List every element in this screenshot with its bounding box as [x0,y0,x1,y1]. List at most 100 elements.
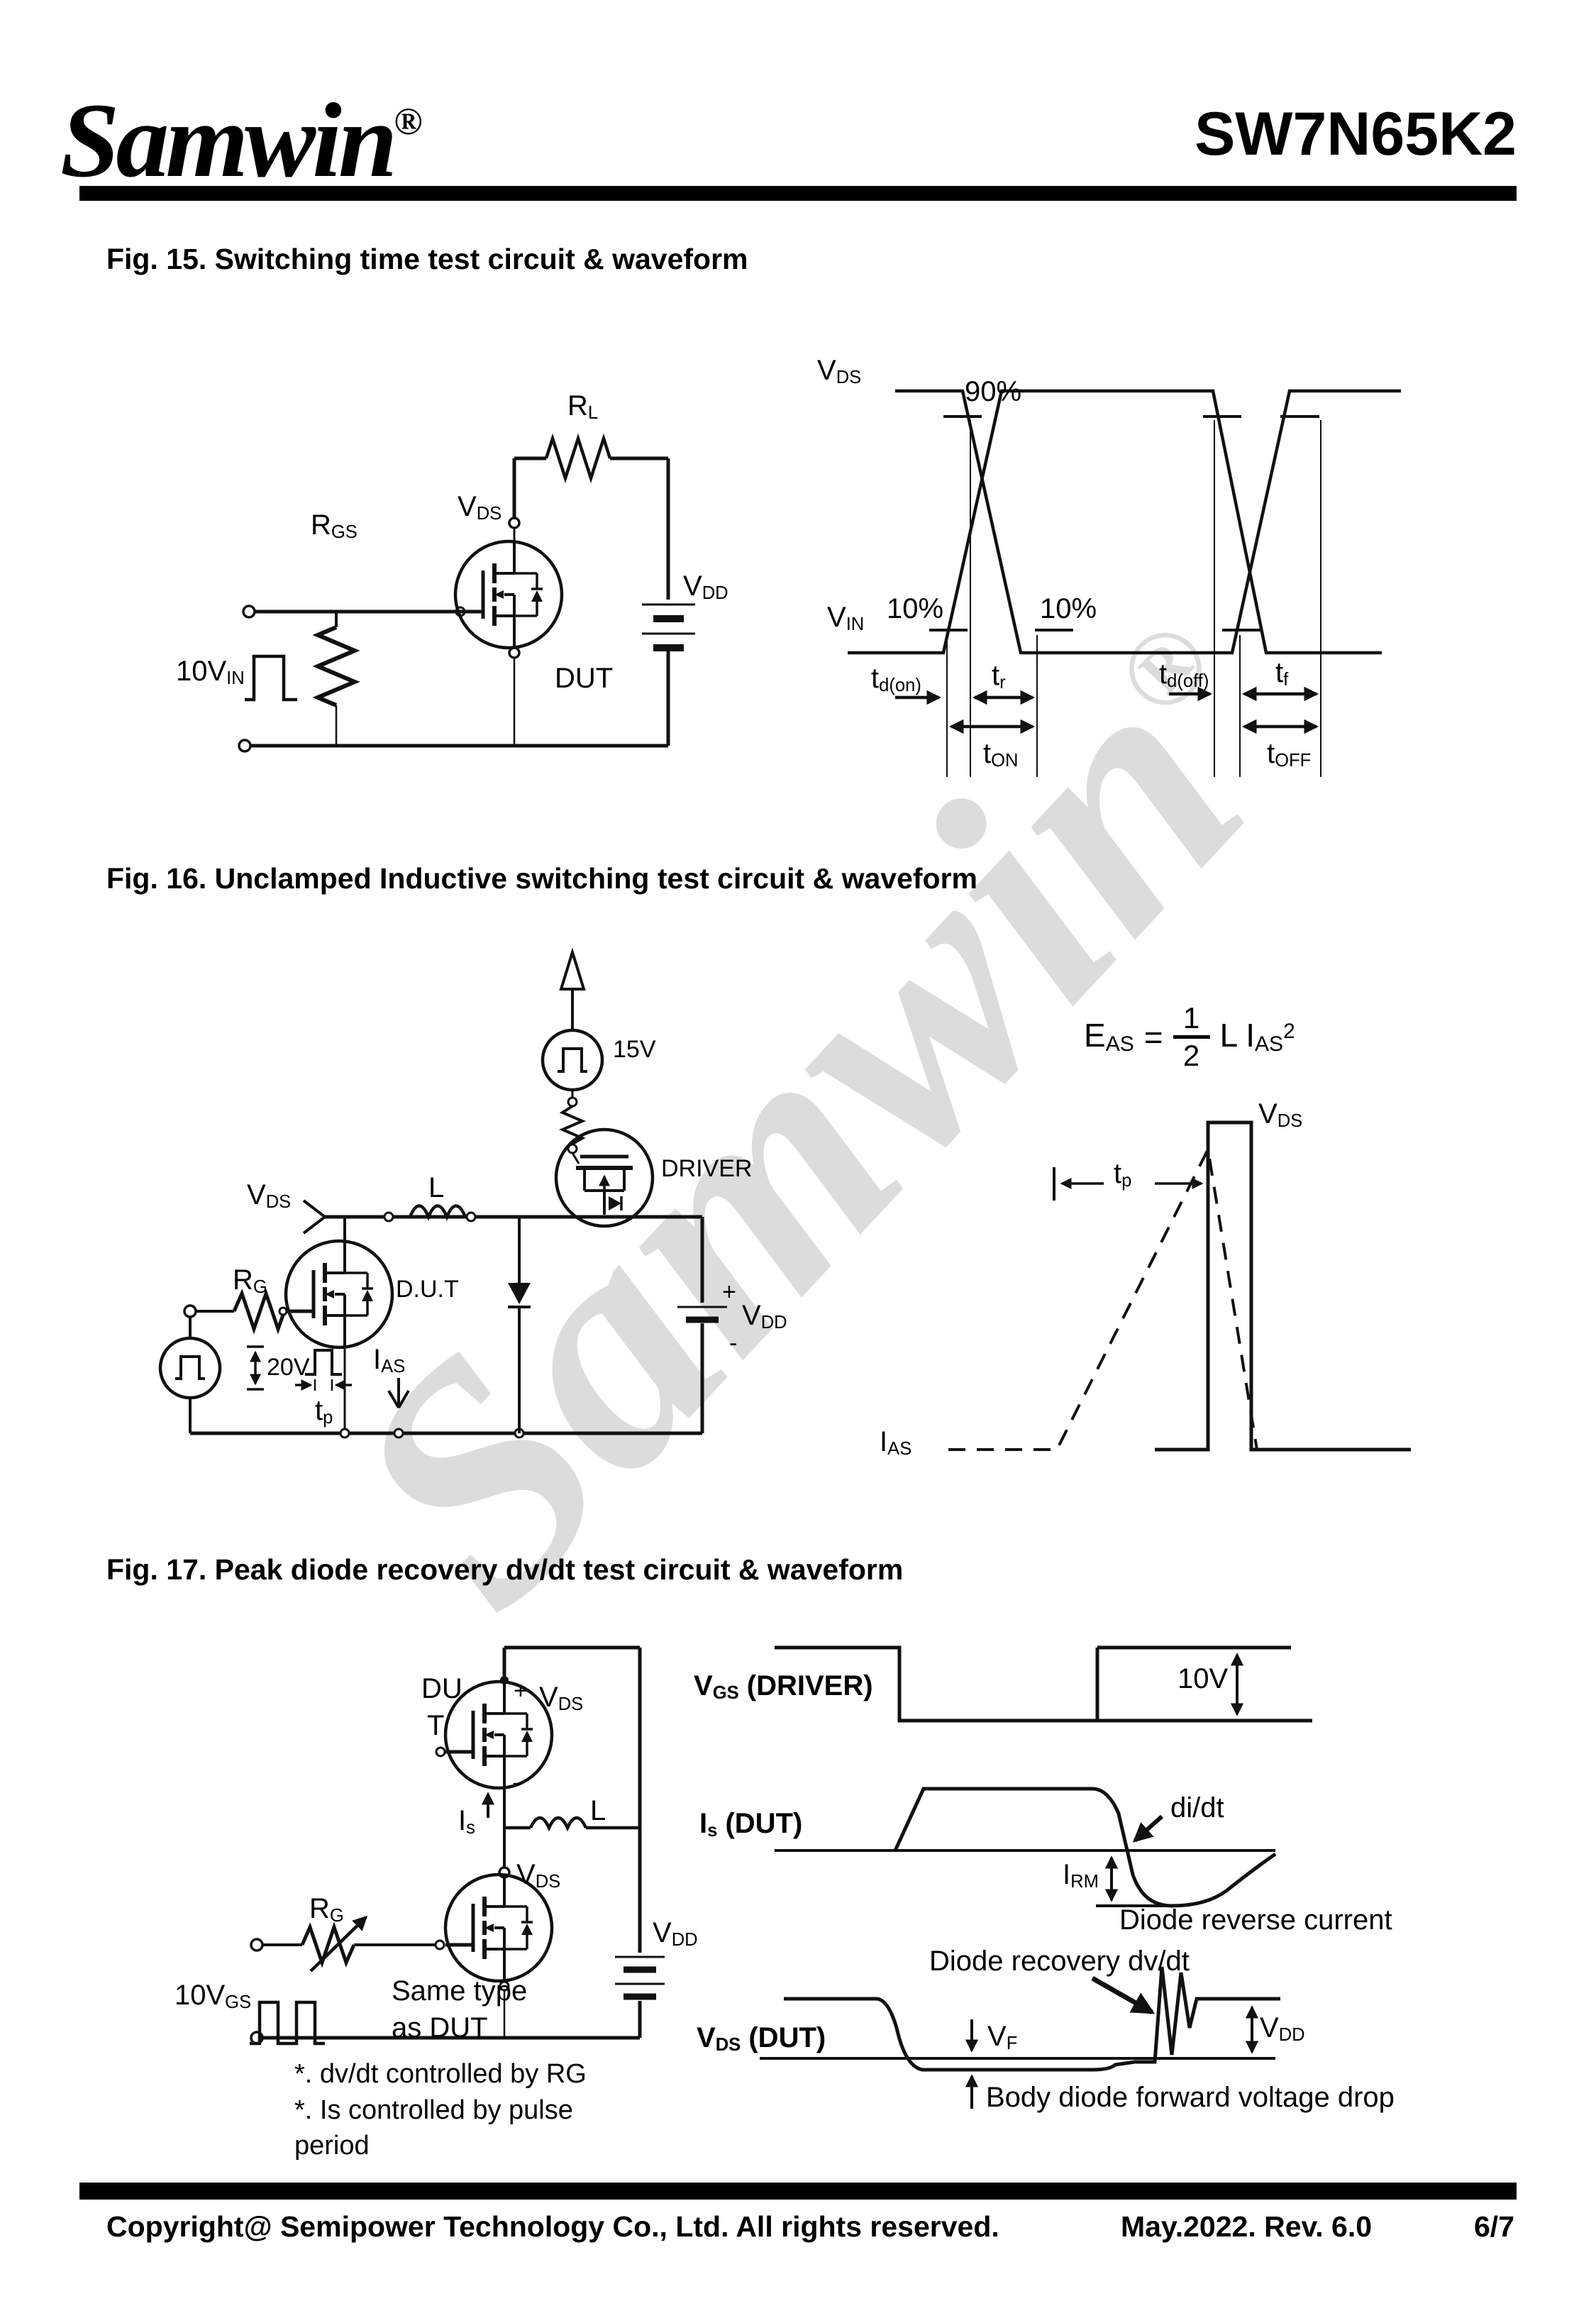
fig17-rg-label: RG [309,1893,344,1926]
fig15-dut-label: DUT [555,663,614,694]
fig17-vds-top-label: VDS [539,1682,584,1715]
fig17-same-type-label-2: as DUT [392,2012,488,2043]
fraction-bar [1173,1035,1210,1039]
fig15-wf-tdoff-label: td(off) [1159,658,1209,692]
gate-terminal [242,605,256,619]
variable-arrow [309,1915,368,1973]
fig17-waveform-is [775,1787,1277,1908]
fig15-vdd-label: VDD [683,570,728,604]
fig16-minus-label: - [729,1330,738,1357]
fig17-title: Fig. 17. Peak diode recovery dv/dt test … [106,1553,904,1586]
brand-logo: Samwin® [60,82,423,199]
gate-terminal [250,1938,264,1952]
pulse-source-20v [158,1336,222,1400]
fig17-vdd-label: VDD [653,1917,698,1951]
fig17-wf-irm-label: IRM [1063,1859,1099,1892]
footer-copyright: Copyright@ Semipower Technology Co., Ltd… [106,2210,999,2243]
fig16-driver-label: DRIVER [661,1155,753,1182]
fig15-wf-toff-label: tOFF [1267,738,1312,771]
gate-terminal [183,1304,197,1318]
fig15-wf-90pct-label: 90% [965,376,1022,407]
dut-mosfet [286,1241,392,1347]
fig17-same-type-label-1: Same type [392,1975,528,2007]
vds-chevron [302,1199,328,1235]
fig17-wf-diode-reverse-label: Diode reverse current [1119,1904,1392,1936]
fig16-wf-tp-label: tp [1114,1158,1132,1191]
fig16-plus-label: + [722,1279,736,1306]
fig15-vin-label: 10VIN [176,656,245,689]
vin-pulse-icon [245,654,297,702]
fig15-circuit [238,433,695,753]
fig16-tp-label: tp [315,1395,333,1428]
vdd-battery [615,1955,665,2000]
note-line: *. dv/dt controlled by RG [294,2059,587,2089]
note-line: *. Is controlled by pulse [294,2095,573,2125]
inductor-l [408,1204,467,1221]
vdd-battery [677,1306,727,1323]
tp-pulse-icon [305,1349,342,1376]
fig17-notes: *. dv/dt controlled by RG *. Is controll… [294,2056,587,2164]
fig17-wf-10v-label: 10V [1177,1663,1229,1694]
fig17-waveform-vgs [775,1645,1312,1723]
rgs-resistor [312,625,360,707]
fig16-15v-label: 15V [613,1036,656,1063]
fig15-wf-ton-label: tON [983,738,1019,771]
note-line: period [294,2131,370,2161]
fig17-wf-vgs-label: VGS (DRIVER) [694,1670,873,1704]
level-ticks [929,415,1319,631]
fig16-vdd-label: VDD [742,1300,787,1333]
fig17-wf-vdd-label: VDD [1260,2012,1305,2046]
fig15-title: Fig. 15. Switching time test circuit & w… [106,243,748,275]
gate-squiggle [558,1105,587,1145]
fig15-wf-10pct-right-label: 10% [1040,593,1097,624]
fig17-wf-didt-label: di/dt [1170,1792,1224,1824]
vin-trace [848,389,1382,655]
vdd-battery [642,603,695,651]
vds-trace [784,1966,1280,2072]
fig16-vds-label: VDS [247,1179,292,1213]
driver-mosfet [554,1127,655,1228]
fig15-vds-label: VDS [458,491,502,524]
freewheel-diode [508,1217,531,1433]
vds-node [508,517,521,529]
recovery-pointer-arrow [1091,1975,1156,2015]
fig15-wf-tr-label: tr [992,660,1006,693]
vds-trace [895,389,1401,655]
part-number: SW7N65K2 [1194,100,1517,168]
rg-resistor [232,1288,287,1335]
dut-mosfet [455,541,562,648]
ground-terminal [238,739,252,753]
ias-dashed-trace [948,1144,1258,1451]
fig16-wf-vds-label: VDS [1258,1098,1303,1132]
fig16-wf-ias-label: IAS [880,1426,912,1460]
dimension-verticals [946,420,1321,777]
fig17-t-label: T [427,1710,445,1741]
fig16-20v-label: 20V [267,1354,310,1381]
footer-rule [79,2183,1517,2200]
fig17-10vgs-label: 10VGS [174,1980,252,2013]
fig17-waveform-vds [760,1966,1280,2109]
fig16-circuit [158,947,727,1439]
fig16-rg-label: RG [233,1264,267,1298]
ground-terminal [250,2031,264,2045]
fig16-title: Fig. 16. Unclamped Inductive switching t… [106,862,977,895]
fig16-l-label: L [428,1172,445,1203]
header-rule [79,186,1517,201]
fig17-wf-body-diode-label: Body diode forward voltage drop [986,2082,1395,2113]
footer-page-number: 6/7 [1474,2210,1514,2243]
fig17-minus-label: - [512,1767,522,1798]
fig16-waveform [948,1120,1411,1452]
fig17-wf-is-label: Is (DUT) [699,1808,803,1841]
fig15-wf-tf-label: tf [1275,657,1289,690]
fig17-vds-mid-label: VDS [516,1859,561,1892]
pulse-source-15v [541,1028,604,1092]
fig16-dut-label: D.U.T [396,1276,459,1303]
vds-pulse-trace [1155,1120,1411,1452]
fig17-circuit [250,1645,665,2046]
fig15-wf-vds-label: VDS [817,355,862,388]
fig17-plus-label: + [514,1677,528,1704]
fig15-wf-10pct-left-label: 10% [887,593,944,624]
vgs-pulse-train-icon [250,2000,325,2046]
